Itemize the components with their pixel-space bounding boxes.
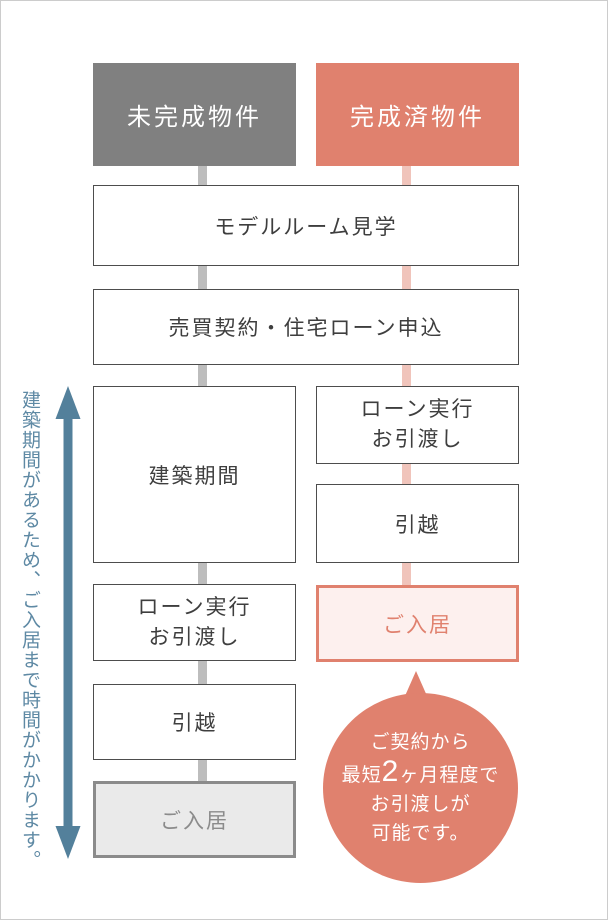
step-loan-right-line1: ローン実行 xyxy=(360,398,475,421)
callout-line2-suffix: ヶ月程度で xyxy=(399,765,500,786)
step-contract-label: 売買契約・住宅ローン申込 xyxy=(168,317,444,340)
step-moving-left-label: 引越 xyxy=(171,712,218,735)
header-completed-property: 完成済物件 xyxy=(316,63,519,166)
step-movein-left: ご入居 xyxy=(93,781,296,858)
step-movein-right: ご入居 xyxy=(316,585,519,662)
step-loan-handover-right: ローン実行 お引渡し xyxy=(316,386,519,464)
step-construction-period: 建築期間 xyxy=(93,386,296,563)
callout-line2-number: 2 xyxy=(381,755,400,788)
header-completed-label: 完成済物件 xyxy=(350,104,485,131)
step-movein-right-label: ご入居 xyxy=(383,613,452,637)
connector-line-right xyxy=(402,166,411,585)
step-loan-right-line2: お引渡し xyxy=(371,428,464,451)
step-loan-left-line1: ローン実行 xyxy=(137,595,252,619)
step-loan-left-line2: お引渡し xyxy=(148,625,241,649)
step-contract-loan-application: 売買契約・住宅ローン申込 xyxy=(93,289,519,365)
callout-line4: 可能です。 xyxy=(371,823,470,844)
callout-bubble: ご契約から 最短2ヶ月程度で お引渡しが 可能です。 xyxy=(323,693,518,883)
step-movein-left-label: ご入居 xyxy=(160,809,229,833)
header-unfinished-property: 未完成物件 xyxy=(93,63,296,166)
step-moving-left: 引越 xyxy=(93,684,296,760)
callout-line1: ご契約から xyxy=(370,732,471,753)
callout-line2-prefix: 最短 xyxy=(341,765,382,786)
vertical-double-arrow-icon xyxy=(55,386,81,859)
side-note-vertical-text: 建築期間があるため、ご入居まで時間がかかります。 xyxy=(19,390,40,870)
step-model-room-tour: モデルルーム見学 xyxy=(93,185,519,266)
header-unfinished-label: 未完成物件 xyxy=(127,104,262,131)
step-moving-right: 引越 xyxy=(316,484,519,563)
callout-line2: 最短2ヶ月程度で xyxy=(342,757,500,790)
step-loan-handover-left: ローン実行 お引渡し xyxy=(93,584,296,661)
step-construction-label: 建築期間 xyxy=(148,464,241,488)
callout-line3: お引渡しが xyxy=(370,794,471,815)
step-model-room-label: モデルルーム見学 xyxy=(214,215,398,239)
step-moving-right-label: 引越 xyxy=(394,513,441,537)
